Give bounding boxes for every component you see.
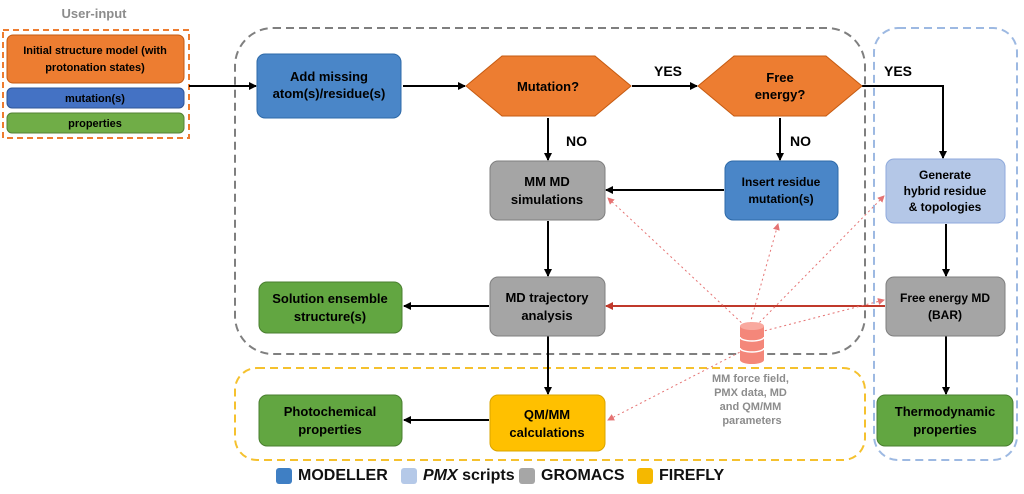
- node-generate-hybrid: Generate hybrid residue & topologies: [885, 158, 1006, 224]
- node-mutation-question: Mutation?: [465, 55, 632, 117]
- thermo-line-2: properties: [913, 422, 977, 437]
- user-input-mutation: mutation(s): [6, 87, 185, 109]
- node-solution-ensemble: Solution ensemble structure(s): [258, 281, 403, 334]
- legend-firefly: FIREFLY: [637, 467, 724, 485]
- user-input-group: [2, 29, 190, 139]
- database-edges: [607, 195, 885, 421]
- node-mm-md: MM MD simulations: [489, 160, 606, 221]
- user-input-structure: Initial structure model (with protonatio…: [6, 34, 185, 84]
- solution-line-1: Solution ensemble: [272, 291, 388, 306]
- free-energy-q-line-2: energy?: [755, 87, 806, 102]
- node-qmmm: QM/MM calculations: [489, 394, 606, 452]
- db-edge-qmmm: [607, 349, 745, 421]
- free-energy-q-line-1: Free: [766, 70, 793, 85]
- node-insert-residue: Insert residue mutation(s): [724, 160, 839, 221]
- fe-md-line-1: Free energy MD: [900, 291, 990, 305]
- mutation-question-label: Mutation?: [517, 79, 579, 94]
- node-md-analysis: MD trajectory analysis: [489, 276, 606, 337]
- node-free-energy-md: Free energy MD (BAR): [885, 276, 1006, 337]
- mm-md-line-2: simulations: [511, 192, 583, 207]
- legend-label-pmx-italic: PMX: [423, 467, 458, 484]
- qmmm-line-1: QM/MM: [524, 407, 570, 422]
- insert-residue-line-1: Insert residue: [742, 175, 821, 189]
- firefly-group: [234, 367, 866, 461]
- thermo-line-1: Thermodynamic: [895, 404, 995, 419]
- add-missing-line-1: Add missing: [290, 69, 368, 84]
- node-thermodynamic: Thermodynamic properties: [876, 394, 1014, 447]
- node-free-energy-question: Free energy?: [697, 55, 863, 117]
- legend-swatch-pmx: [401, 468, 417, 484]
- svg-text:MM force field, PMX data,: MM force field, PMX data, MD and QM/MM p…: [712, 373, 792, 427]
- properties-label: properties: [68, 118, 122, 130]
- user-input-title: User-input: [62, 6, 128, 21]
- modeller-gromacs-group: [234, 27, 866, 355]
- md-analysis-line-2: analysis: [521, 308, 572, 323]
- hybrid-line-1: Generate: [919, 168, 971, 182]
- legend-swatch-firefly: [637, 468, 653, 484]
- mm-md-line-1: MM MD: [524, 174, 570, 189]
- node-add-missing: Add missing atom(s)/residue(s): [256, 53, 402, 119]
- legend-label-pmx: PMX scripts: [423, 467, 515, 485]
- edge-label-no-2: NO: [790, 133, 811, 149]
- photo-line-1: Photochemical: [284, 404, 376, 419]
- svg-text:Free energy MD(BAR): Free energy MD (BAR): [900, 291, 990, 322]
- hybrid-line-2: hybrid residue: [904, 184, 987, 198]
- pmx-group: [873, 27, 1018, 461]
- structure-line-1: Initial structure model (with: [23, 45, 167, 57]
- edge-label-yes-2: YES: [884, 63, 912, 79]
- photo-line-2: properties: [298, 422, 362, 437]
- db-edge-fe: [759, 298, 885, 333]
- edge-free-energy-yes: [862, 85, 947, 159]
- legend-label-modeller: MODELLER: [298, 467, 388, 484]
- edge-label-yes-1: YES: [654, 63, 682, 79]
- solution-line-2: structure(s): [294, 309, 366, 324]
- hybrid-line-3: & topologies: [909, 200, 982, 214]
- legend-label-firefly: FIREFLY: [659, 467, 725, 484]
- legend: MODELLER PMX scripts GROMACS FIREFLY: [0, 467, 1024, 489]
- fe-md-line-2: (BAR): [928, 308, 962, 322]
- add-missing-line-2: atom(s)/residue(s): [273, 86, 386, 101]
- node-photochemical: Photochemical properties: [258, 394, 403, 447]
- database-label-2: PMX data, MD: [714, 387, 787, 399]
- legend-swatch-gromacs: [519, 468, 535, 484]
- qmmm-line-2: calculations: [509, 425, 584, 440]
- user-input-properties: properties: [6, 112, 185, 134]
- mutation-label: mutation(s): [65, 93, 125, 105]
- edge-label-no-1: NO: [566, 133, 587, 149]
- insert-residue-line-2: mutation(s): [748, 192, 813, 206]
- database-label-1: MM force field,: [712, 373, 789, 385]
- legend-gromacs: GROMACS: [519, 467, 625, 485]
- legend-label-gromacs: GROMACS: [541, 467, 625, 484]
- db-edge-hybrid: [755, 195, 885, 327]
- database-label-3: and QM/MM: [720, 401, 782, 413]
- svg-text:Initial structure model (with: Initial structure model (with: [23, 45, 167, 57]
- db-edge-insert: [749, 223, 780, 325]
- database-label-4: parameters: [722, 415, 781, 427]
- db-edge-mm: [607, 197, 746, 327]
- structure-line-2: protonation states): [45, 62, 145, 74]
- legend-modeller: MODELLER: [276, 467, 388, 485]
- database-icon: [739, 322, 765, 364]
- legend-label-pmx-rest: scripts: [457, 467, 515, 484]
- md-analysis-line-1: MD trajectory: [505, 290, 589, 305]
- svg-text:protonation states): protonation states): [45, 62, 145, 74]
- legend-pmx: PMX scripts: [401, 467, 515, 485]
- legend-swatch-modeller: [276, 468, 292, 484]
